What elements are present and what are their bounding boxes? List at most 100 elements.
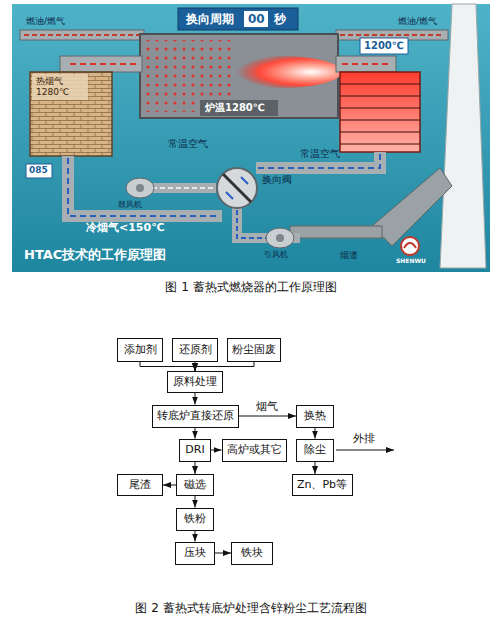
diagram-label: 炉温1280℃ <box>205 102 265 114</box>
diagram-label: 换向阀 <box>262 174 292 186</box>
flow-arrow <box>140 362 195 371</box>
connecting-ducts <box>60 56 396 72</box>
blower-part <box>126 178 154 198</box>
box-label: 还原剂 <box>179 343 212 356</box>
logo-part <box>404 243 416 248</box>
process-box: 还原剂 <box>172 338 218 362</box>
logo <box>401 237 419 255</box>
diagram-label: 1200℃ <box>364 40 404 52</box>
flow-arrow <box>315 462 316 475</box>
reversing-valve <box>217 168 257 208</box>
process-box: 尾渣 <box>117 474 163 496</box>
fuel-pipes-part <box>20 30 144 40</box>
left-regenerator-part <box>30 72 112 156</box>
fuel-pipes-part <box>24 34 140 36</box>
process-box: 粉尘固废 <box>227 338 281 362</box>
chimney <box>440 4 486 268</box>
diagram-label: 1280℃ <box>36 87 69 97</box>
flow-arrow <box>239 416 297 417</box>
diagram-label: 烟道 <box>340 250 358 260</box>
induced-fan-part <box>276 234 284 242</box>
box-label: 添加剂 <box>124 343 157 356</box>
bottom-ducts-part <box>237 208 270 238</box>
diagram-label: 换向周期 <box>186 13 234 27</box>
box-label: 粉尘固废 <box>232 343 276 356</box>
furnace-part <box>200 100 278 116</box>
flue-duct <box>290 168 452 246</box>
right-regenerator-part <box>340 84 420 144</box>
process-box: 压块 <box>175 542 215 565</box>
connecting-ducts-part <box>336 56 396 72</box>
flue-duct-part <box>290 226 382 238</box>
box-label: 磁选 <box>184 478 206 491</box>
blower-part <box>136 184 144 192</box>
induced-fan-part <box>266 228 294 248</box>
bottom-ducts <box>26 152 380 238</box>
top-title-bar <box>178 8 298 30</box>
process-box: 铁块 <box>231 542 273 565</box>
box-label: 高炉或其它 <box>227 443 282 456</box>
right-regenerator-part <box>340 72 420 152</box>
flow-arrow <box>195 462 196 475</box>
flow-arrow <box>315 428 316 439</box>
furnace-part <box>218 56 342 88</box>
exhaust-arrow <box>336 450 394 451</box>
right-regenerator-part <box>360 38 408 54</box>
reversing-valve-part <box>217 168 257 208</box>
box-label: Zn、Pb等 <box>297 478 347 491</box>
process-box: 磁选 <box>176 474 214 496</box>
box-label: 转底炉直接还原 <box>157 409 234 422</box>
flow-arrow <box>195 362 254 371</box>
box-label: 除尘 <box>304 443 326 456</box>
chimney-part <box>440 4 486 268</box>
diagram-label: SHENWU <box>396 258 426 265</box>
edge-label: 烟气 <box>255 401 279 414</box>
illustration-background-part <box>12 4 490 272</box>
diagram-label: 燃油/燃气 <box>398 16 437 26</box>
bottom-ducts-part <box>68 158 218 216</box>
box-label: 压块 <box>184 546 206 559</box>
left-regenerator-part <box>32 74 88 100</box>
connecting-ducts-part <box>60 56 142 72</box>
right-regenerator <box>340 38 420 152</box>
flow-arrow <box>195 428 196 439</box>
process-box: 铁粉 <box>176 508 214 531</box>
induced-fan <box>266 228 294 248</box>
box-label: 铁块 <box>241 546 263 559</box>
figure-caption: 图 1 蓄热式燃烧器的工作原理图 <box>0 281 502 295</box>
illustration-background <box>12 4 490 272</box>
bottom-ducts-part <box>26 164 52 178</box>
process-box: 高炉或其它 <box>222 439 287 462</box>
top-title-bar-part <box>244 11 268 27</box>
reversing-valve-part <box>226 177 248 199</box>
box-label: 原料处理 <box>173 375 217 388</box>
diagram-label: 秒 <box>274 13 286 27</box>
process-box: 转底炉直接还原 <box>152 405 239 428</box>
box-label: 铁粉 <box>184 512 206 525</box>
flue-duct-part <box>372 168 452 246</box>
diagram-label: 085 <box>29 165 48 175</box>
diagram-label: 冷烟气<150℃ <box>86 222 165 235</box>
diagram-label: 外排 <box>352 433 376 446</box>
top-title-bar-part <box>178 8 298 30</box>
bottom-ducts-part <box>152 187 214 189</box>
diagram-label: 常温空气 <box>168 138 208 150</box>
process-box: 原料处理 <box>167 371 223 393</box>
flow-arrow <box>195 496 196 508</box>
box-label: 换热 <box>304 409 326 422</box>
figure-caption: 图 2 蓄热式转底炉处理含锌粉尘工艺流程图 <box>0 602 502 616</box>
box-label: DRI <box>185 443 204 456</box>
bottom-ducts-part <box>237 210 268 238</box>
process-box: Zn、Pb等 <box>292 474 353 496</box>
furnace <box>140 34 342 118</box>
process-box: 添加剂 <box>117 338 163 362</box>
diagram-label: 常温空气 <box>300 148 340 160</box>
connecting-ducts-part <box>342 63 392 65</box>
left-regenerator <box>30 72 112 156</box>
bottom-ducts-part <box>150 183 216 193</box>
